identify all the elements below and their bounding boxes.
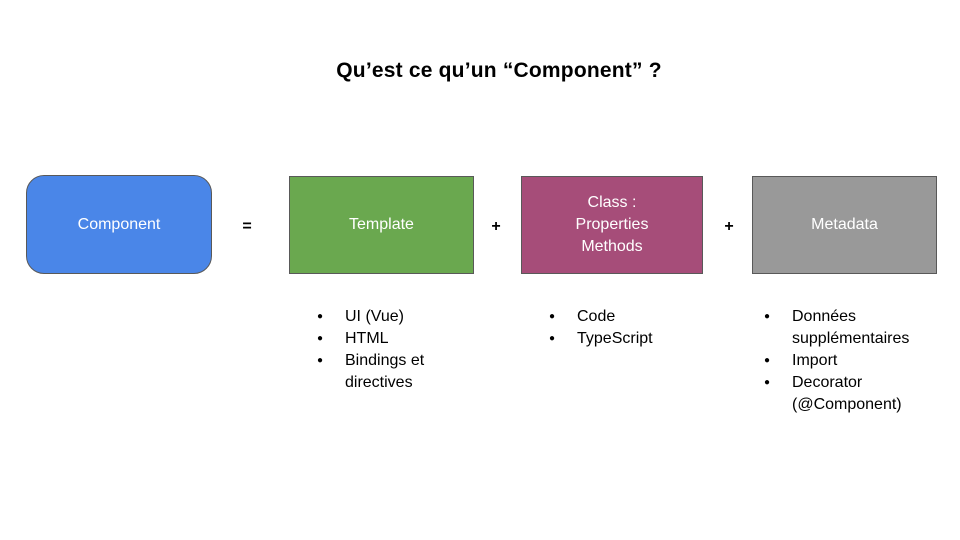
bullet-icon: ● [317, 311, 324, 322]
bullet-icon: ● [549, 333, 556, 344]
bullet-icon: ● [317, 333, 324, 344]
list-item-text: Decorator (@Component) [792, 374, 902, 413]
equals-operator: = [242, 218, 252, 235]
list-item: ● UI (Vue) [309, 306, 475, 328]
list-item: ● Import [756, 350, 922, 372]
component-box-label: Component [77, 215, 161, 233]
plus-operator: + [724, 218, 734, 235]
class-box-line: Methods [581, 238, 643, 255]
list-item: ● Bindings et directives [309, 350, 475, 394]
bullet-icon: ● [549, 311, 556, 322]
list-item-text: Données supplémentaires [792, 308, 910, 347]
template-box-label: Template [349, 216, 414, 233]
bullet-icon: ● [317, 355, 324, 366]
slide-title: Qu’est ce qu’un “Component” ? [336, 59, 662, 82]
list-item: ● Decorator (@Component) [756, 372, 922, 416]
class-box-line: Properties [575, 216, 649, 233]
component-box: Component [26, 175, 212, 274]
class-box: Class : Properties Methods [521, 176, 703, 274]
list-item-text: Code [577, 308, 616, 325]
template-box: Template [289, 176, 474, 274]
list-item-text: HTML [345, 330, 389, 347]
bullet-icon: ● [764, 355, 771, 366]
list-item-text: Bindings et directives [345, 352, 425, 391]
metadata-bullet-list: ● Données supplémentaires ● Import ● Dec… [756, 306, 922, 416]
list-item-text: Import [792, 352, 838, 369]
list-item-text: UI (Vue) [345, 308, 404, 325]
plus-operator: + [491, 218, 501, 235]
class-box-line: Class : [587, 194, 637, 211]
list-item-text: TypeScript [577, 330, 653, 347]
template-bullet-list: ● UI (Vue) ● HTML ● Bindings et directiv… [309, 306, 475, 394]
bullet-icon: ● [764, 311, 771, 322]
bullet-icon: ● [764, 377, 771, 388]
list-item: ● Données supplémentaires [756, 306, 922, 350]
list-item: ● TypeScript [541, 328, 707, 350]
metadata-box: Metadata [752, 176, 937, 274]
class-bullet-list: ● Code ● TypeScript [541, 306, 707, 350]
metadata-box-label: Metadata [811, 216, 878, 233]
list-item: ● HTML [309, 328, 475, 350]
list-item: ● Code [541, 306, 707, 328]
